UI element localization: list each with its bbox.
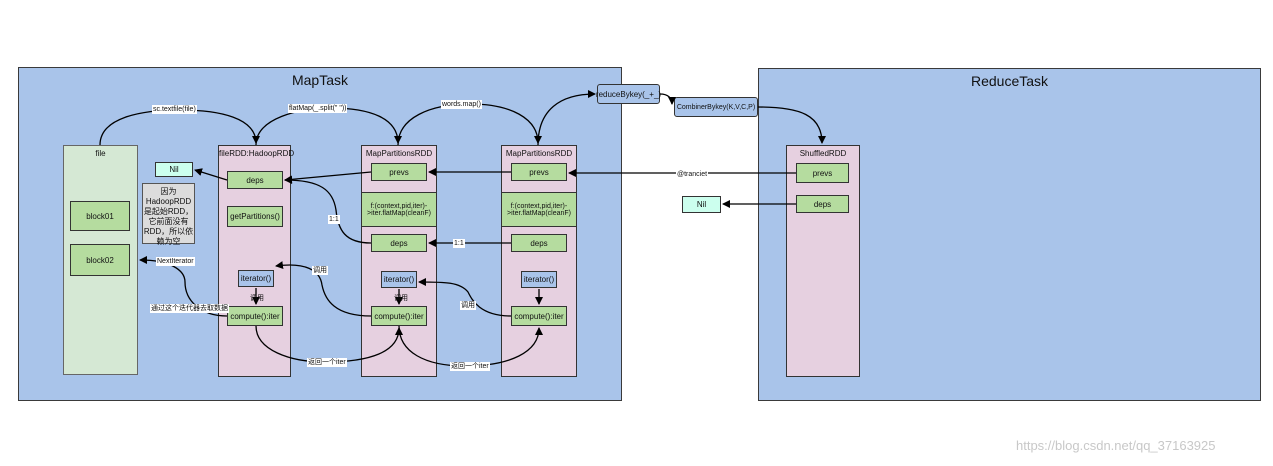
reduce-by-key-arrow [537, 90, 596, 146]
one-to-one-label-b: 1:1 [453, 239, 465, 248]
hadoop-rdd-deps: deps [227, 171, 283, 189]
map-partitions-rdd-1-deps: deps [371, 234, 427, 252]
map-partitions-rdd-2-title: MapPartitionsRDD [505, 149, 573, 158]
rdd1-call-arrow [275, 261, 372, 317]
one-to-one-label-a: 1:1 [328, 215, 340, 224]
call-label-4: 调用 [460, 301, 476, 310]
map-partitions-rdd-1-title: MapPartitionsRDD [365, 149, 433, 158]
rdd1-prevs-arrow [284, 171, 372, 184]
block01-node: block01 [70, 201, 130, 231]
map-partitions-rdd-2-compute: compute():iter [511, 306, 567, 326]
call-label-2: 调用 [250, 295, 264, 302]
reduce-by-key-node: reduceBykey(_+_) [596, 84, 661, 104]
tranciet-label: @tranciet [676, 170, 709, 179]
shuffled-rdd-deps: deps [796, 195, 849, 213]
shuffled-rdd-prevs: prevs [796, 163, 849, 183]
hadoop-rdd-title: fileRDD:HadoopRDD [219, 149, 295, 158]
shuffled-rdd: ShuffledRDD [786, 145, 860, 377]
nil-right-node: Nil [682, 196, 721, 213]
watermark: https://blog.csdn.net/qq_37163925 [1016, 438, 1216, 453]
shuffled-rdd-title: ShuffledRDD [799, 149, 847, 158]
flatmap-arrow [255, 107, 402, 146]
hadoop-rdd-compute: compute():iter [227, 306, 283, 326]
map-partitions-rdd-1-iterator: iterator() [381, 271, 417, 288]
return-iter-label-2: 返回一个iter [450, 362, 490, 371]
map-partitions-rdd-2-deps: deps [511, 234, 567, 252]
hadoop-deps-arrow [194, 168, 228, 181]
return-iter-label-1: 返回一个iter [307, 358, 347, 367]
wordsmap-arrow [397, 103, 542, 146]
textfile-label: sc.textfile(file) [152, 105, 197, 114]
flatmap-label: flatMap(_.split(" ")) [288, 104, 348, 113]
map-partitions-rdd-1-compute: compute():iter [371, 306, 427, 326]
combiner-to-shuffled-arrow [757, 106, 826, 144]
combiner-by-key-node: CombinerBykey(K,V,C,P) [674, 97, 758, 117]
textfile-arrow [99, 109, 260, 146]
call-label-1: 调用 [312, 266, 328, 275]
hadoop-rdd-iterator: iterator() [238, 270, 274, 287]
map-partitions-rdd-2-func: f:(context,pid,iter)->iter.flatMap(clean… [501, 192, 577, 227]
map-partitions-rdd-1-prevs: prevs [371, 163, 427, 181]
map-partitions-rdd-2-prevs: prevs [511, 163, 567, 181]
read-via-iter-label: 通过这个迭代器去取数据 [150, 304, 229, 313]
hadoop-rdd-note: 因为HadoopRDD是起始RDD，它前面没有RDD，所以依赖为空 [142, 183, 195, 246]
map-task-title: MapTask [291, 72, 349, 88]
block02-node: block02 [70, 244, 130, 276]
hadoop-rdd-get-partitions: getPartitions() [227, 206, 283, 227]
reduce-to-combiner-arrow [659, 93, 676, 105]
map-partitions-rdd-1: MapPartitionsRDD [361, 145, 437, 377]
return-iter-arrow-1 [255, 325, 403, 363]
nil-left-node: Nil [155, 162, 193, 177]
rdd1-deps-arrow [284, 176, 372, 244]
next-iterator-label: NextIterator [156, 257, 195, 266]
wordsmap-label: words.map() [441, 100, 482, 109]
call-label-3: 调用 [394, 295, 408, 302]
file-title: file [95, 149, 106, 158]
return-iter-arrow-2 [398, 325, 543, 367]
map-partitions-rdd-2-iterator: iterator() [521, 271, 557, 288]
map-partitions-rdd-2: MapPartitionsRDD [501, 145, 577, 377]
reduce-task-title: ReduceTask [970, 73, 1049, 89]
map-partitions-rdd-1-func: f:(context,pid,iter)->iter.flatMap(clean… [361, 192, 437, 227]
rdd2-call-arrow [418, 278, 512, 317]
